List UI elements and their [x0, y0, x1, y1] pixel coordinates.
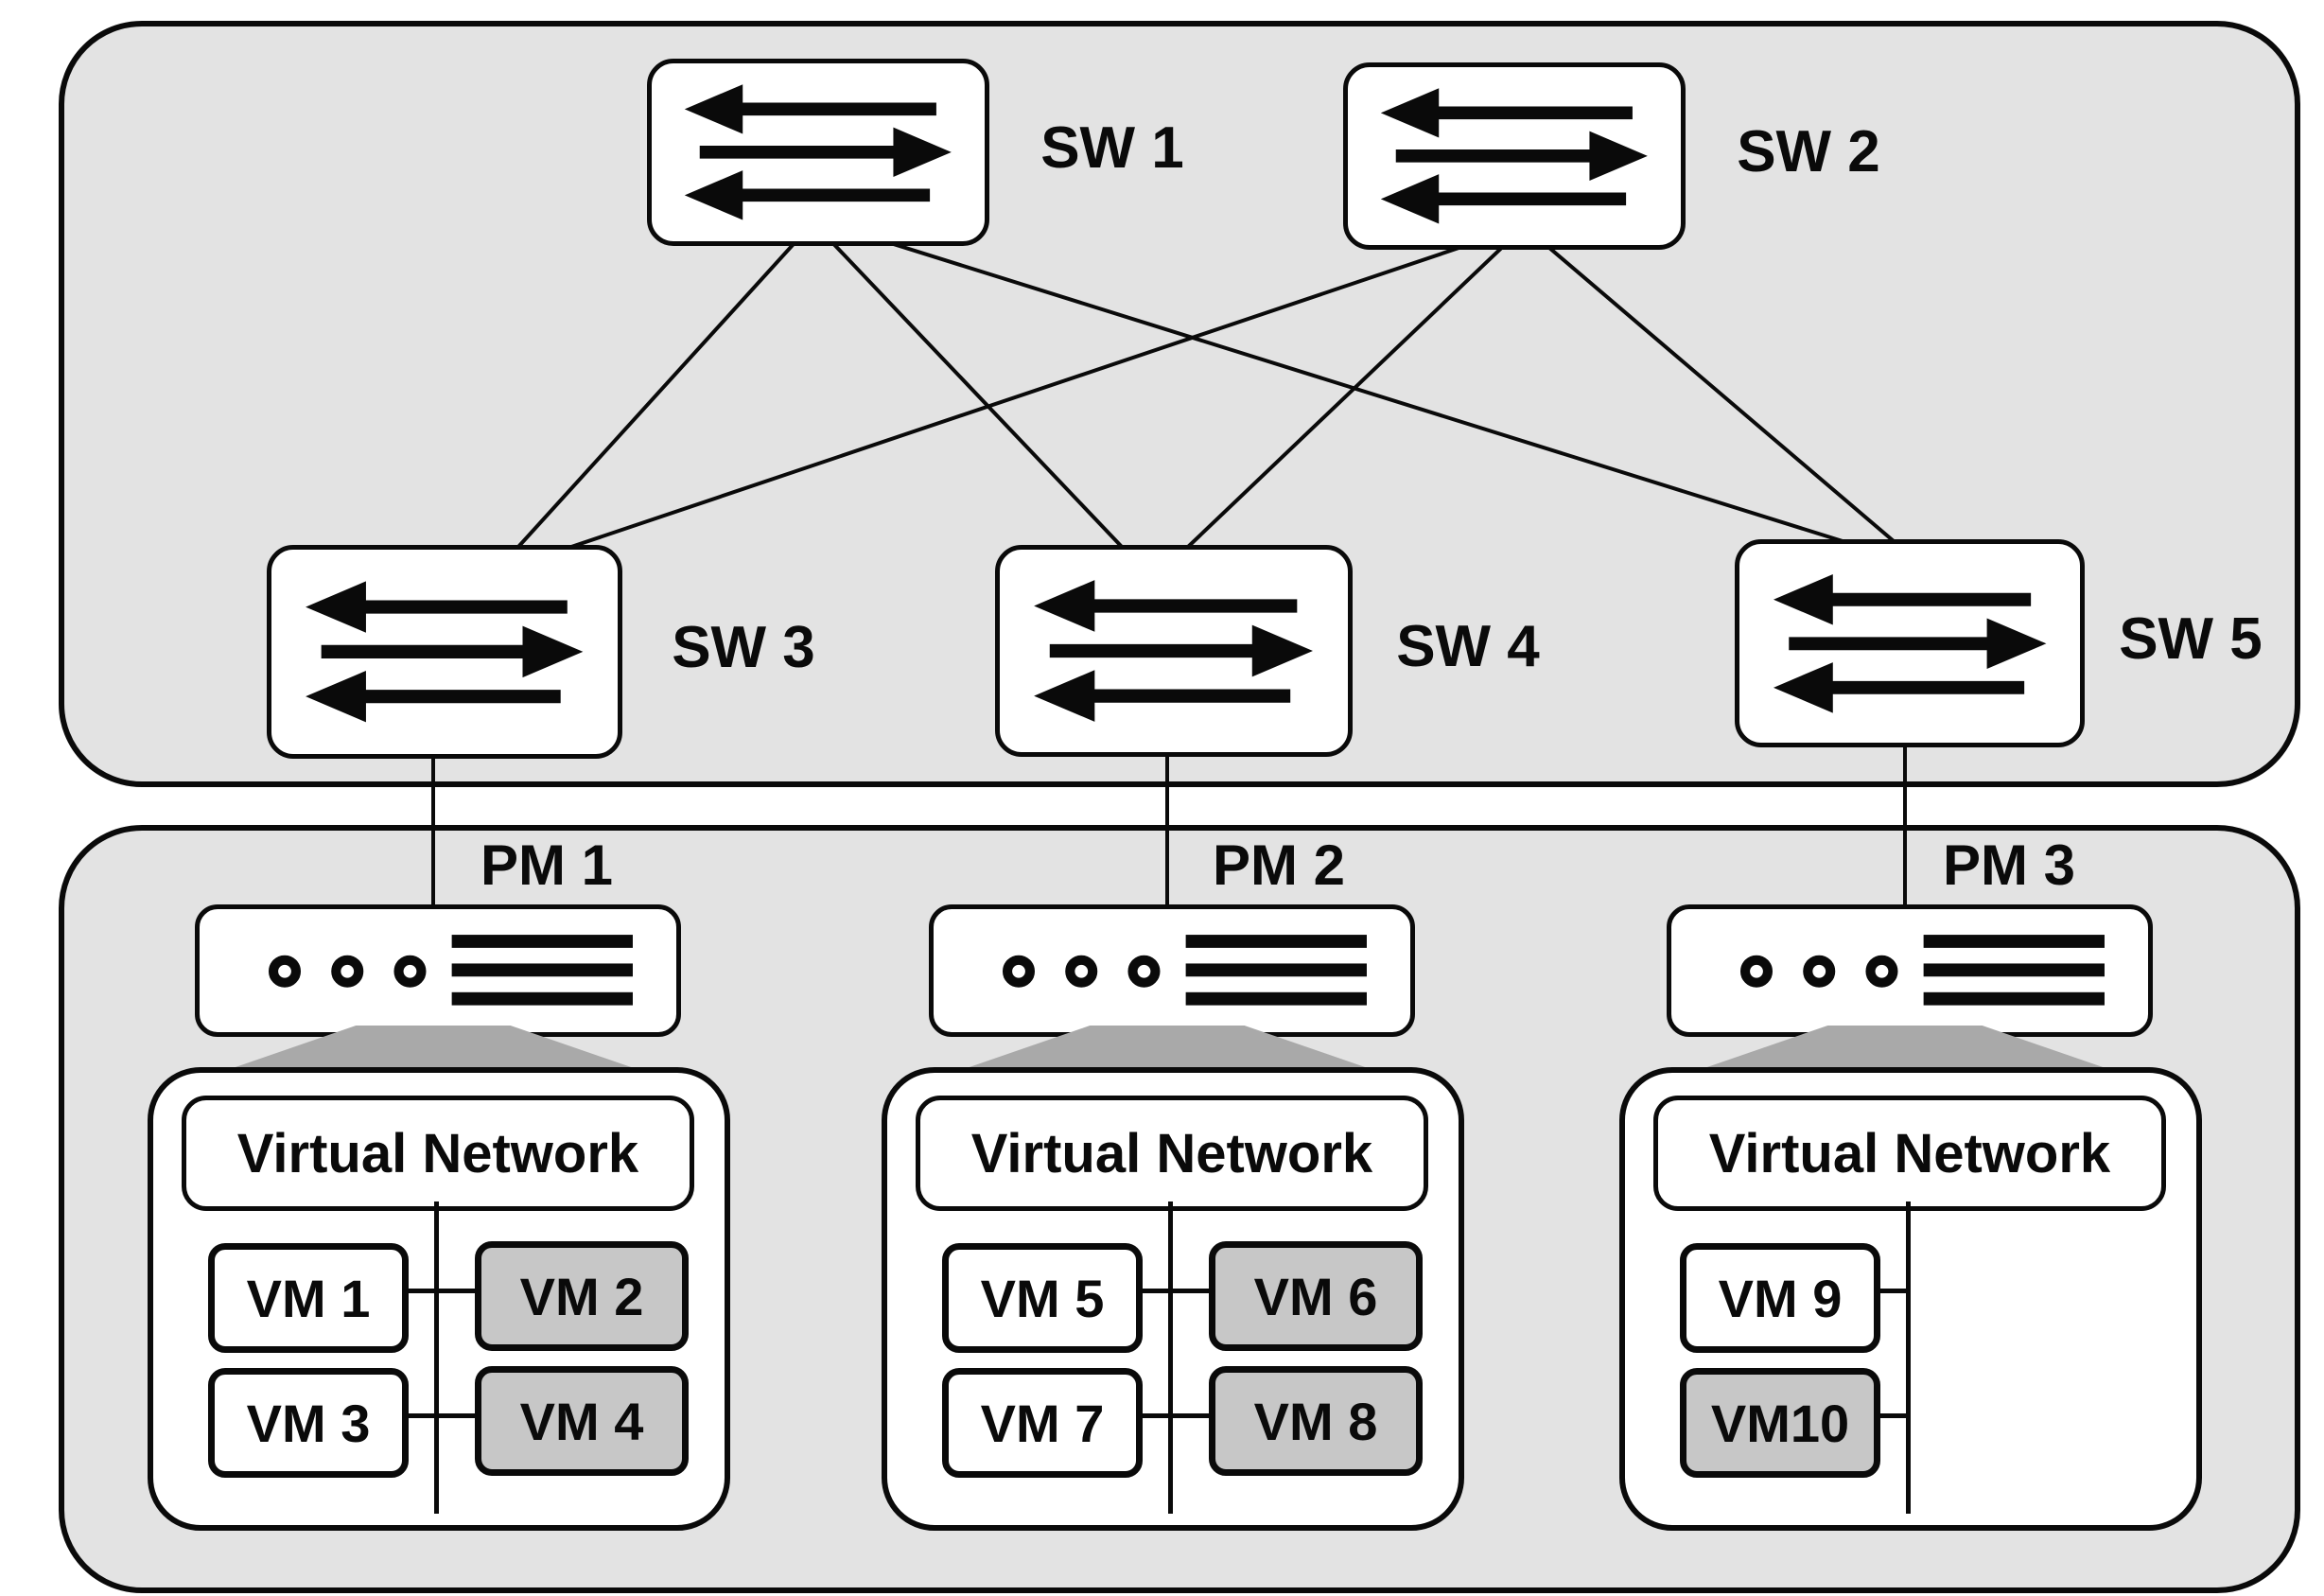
- vm-connector: [393, 1289, 477, 1293]
- link-sw2-sw5: [1534, 235, 1896, 543]
- vm-connector: [1865, 1413, 1911, 1418]
- link-sw1-sw3: [516, 233, 804, 549]
- vn-bus-line: [1168, 1201, 1173, 1514]
- server-glyph: [1681, 914, 2139, 1027]
- vm-connector: [393, 1413, 477, 1418]
- switch-label-sw2: SW 2: [1737, 119, 1880, 184]
- virtual-network-box-pm2: Virtual Network VM 5 VM 6 VM 7 VM 8: [882, 1067, 1464, 1531]
- vm-box-vm4: VM 4: [475, 1366, 689, 1476]
- link-sw2-sw4: [1186, 237, 1513, 549]
- switch-label-sw1: SW 1: [1040, 115, 1184, 181]
- vm-box-vm10: VM10: [1680, 1368, 1880, 1478]
- virtual-network-label: Virtual Network: [1653, 1096, 2166, 1211]
- vm-connector: [1127, 1413, 1211, 1418]
- switch-node-sw2: [1343, 62, 1686, 250]
- pm-label-pm3: PM 3: [1942, 833, 2076, 897]
- link-sw1-sw4: [823, 233, 1124, 549]
- virtual-network-box-pm3: Virtual Network VM 9 VM10: [1619, 1067, 2202, 1531]
- switch-node-sw1: [647, 59, 989, 246]
- server-icon-pm2: [929, 904, 1415, 1037]
- vm-box-vm3: VM 3: [208, 1368, 409, 1478]
- vm-box-vm5: VM 5: [942, 1243, 1143, 1353]
- vm-connector: [1865, 1289, 1911, 1293]
- switch-icon: [1374, 79, 1654, 233]
- switch-label-sw4: SW 4: [1396, 614, 1540, 679]
- link-sw2-sw3: [569, 237, 1489, 549]
- server-icon-pm3: [1667, 904, 2153, 1037]
- vm-connector: [1127, 1289, 1211, 1293]
- vn-bus-line: [434, 1201, 439, 1514]
- pm-label-pm2: PM 2: [1212, 833, 1346, 897]
- vm-box-vm2: VM 2: [475, 1241, 689, 1351]
- switch-node-sw3: [267, 545, 622, 759]
- server-glyph: [209, 914, 667, 1027]
- vm-box-vm6: VM 6: [1209, 1241, 1423, 1351]
- switch-icon: [678, 76, 958, 229]
- switch-icon: [1027, 564, 1319, 738]
- vm-box-vm8: VM 8: [1209, 1366, 1423, 1476]
- virtual-network-label: Virtual Network: [916, 1096, 1428, 1211]
- link-sw1-sw5: [849, 229, 1844, 543]
- switch-node-sw4: [995, 545, 1353, 757]
- vm-box-vm1: VM 1: [208, 1243, 409, 1353]
- vm-box-vm9: VM 9: [1680, 1243, 1880, 1353]
- vm-box-vm7: VM 7: [942, 1368, 1143, 1478]
- server-glyph: [943, 914, 1401, 1027]
- switch-label-sw5: SW 5: [2119, 606, 2263, 672]
- switch-node-sw5: [1735, 539, 2085, 747]
- switch-icon: [299, 564, 589, 740]
- vn-bus-line: [1906, 1201, 1911, 1514]
- pm-label-pm1: PM 1: [480, 833, 614, 897]
- switch-label-sw3: SW 3: [672, 615, 815, 680]
- virtual-network-label: Virtual Network: [182, 1096, 694, 1211]
- switch-icon: [1767, 558, 2053, 729]
- virtual-network-box-pm1: Virtual Network VM 1 VM 2 VM 3 VM 4: [148, 1067, 730, 1531]
- server-icon-pm1: [195, 904, 681, 1037]
